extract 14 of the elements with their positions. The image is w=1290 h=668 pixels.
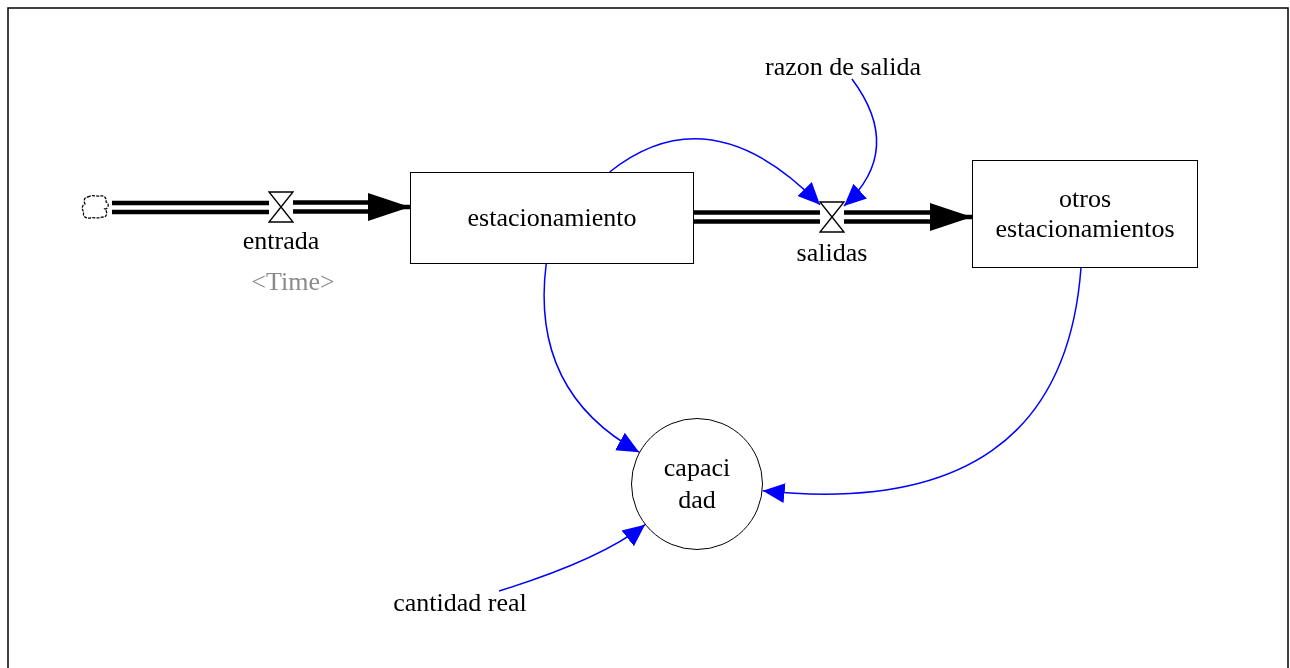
stock-box: estacionamiento [410, 172, 694, 264]
shadow-variable-label: <Time> [251, 267, 335, 297]
arrow [761, 267, 1082, 503]
flow-pipe [109, 200, 272, 215]
variable-label: capacidad [662, 451, 732, 516]
arrow [608, 138, 821, 206]
variable-label: cantidad real [393, 588, 527, 618]
arrow [843, 78, 878, 207]
variable-label: razon de salida [765, 52, 921, 82]
stock-box: otros estacionamientos [972, 160, 1198, 268]
arrow [543, 263, 640, 453]
flow-label: entrada [242, 226, 320, 256]
arrow [498, 523, 646, 592]
flow-label: salidas [796, 238, 868, 268]
